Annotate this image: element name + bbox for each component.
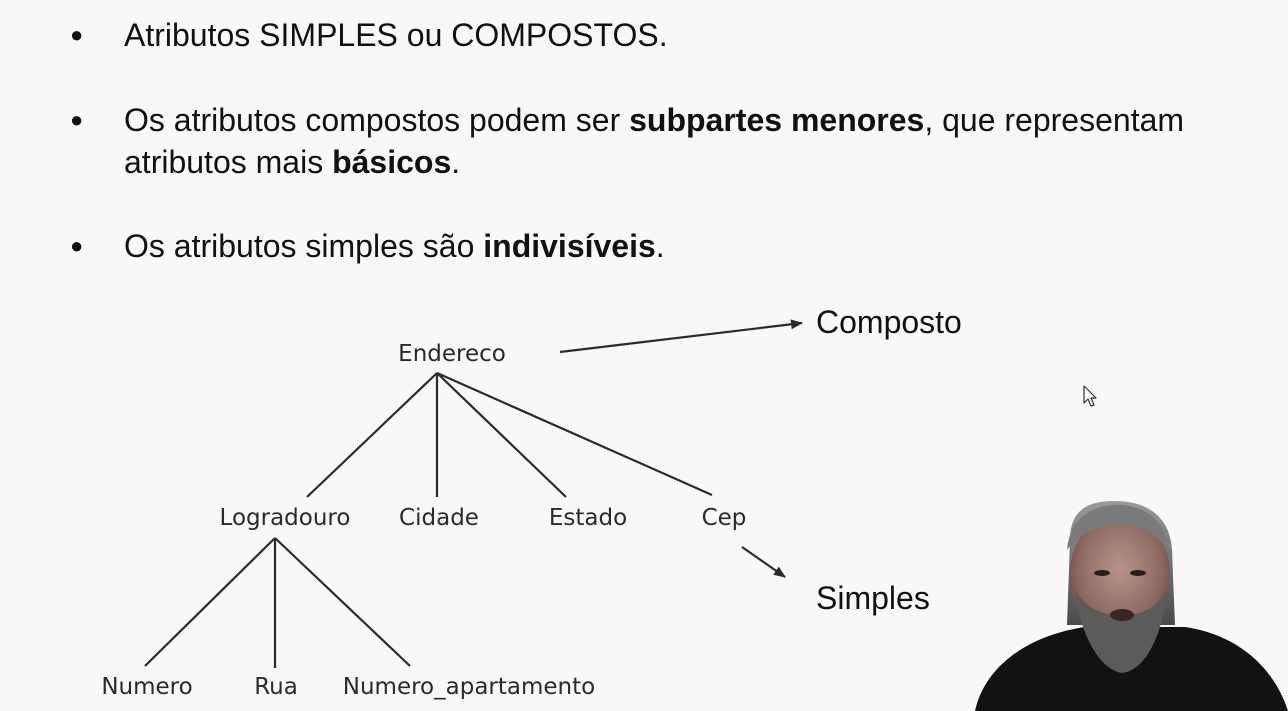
bullet-item-2: ● Os atributos compostos podem ser subpa… xyxy=(70,99,1288,183)
bullet-3-part-3: . xyxy=(655,228,665,264)
bullet-dot-icon: ● xyxy=(70,22,84,47)
label-simples: Simples xyxy=(816,580,930,616)
node-logradouro: Logradouro xyxy=(220,505,351,531)
node-cep: Cep xyxy=(702,505,747,531)
node-numero-apartamento: Numero_apartamento xyxy=(343,674,595,700)
edge-logradouro-numero-apartamento xyxy=(274,537,411,667)
arrow-simple xyxy=(741,546,786,578)
node-cidade: Cidade xyxy=(399,505,479,531)
bullet-3-part-1: Os atributos simples são xyxy=(124,228,484,264)
bullet-text-2: Os atributos compostos podem ser subpart… xyxy=(124,99,1288,183)
bullet-2-part-4: básicos xyxy=(332,144,452,180)
edge-endereco-cep xyxy=(436,371,713,497)
bullet-text-1: Atributos SIMPLES ou COMPOSTOS. xyxy=(124,14,1288,56)
bullet-text-3: Os atributos simples são indivisíveis. xyxy=(124,225,1288,267)
edge-logradouro-numero xyxy=(144,537,276,667)
bullet-2-part-5: . xyxy=(451,144,461,180)
edge-endereco-logradouro xyxy=(306,372,438,498)
bullet-1-part-1: Atributos SIMPLES ou COMPOSTOS. xyxy=(124,17,668,53)
bullet-dot-icon: ● xyxy=(70,233,84,258)
bullet-2-part-3: , que representam atributos mais xyxy=(124,102,1185,180)
node-endereco: Endereco xyxy=(398,341,506,367)
bullet-dot-icon: ● xyxy=(70,107,84,132)
presenter-webcam-overlay xyxy=(975,501,1288,711)
bullet-item-1: ● Atributos SIMPLES ou COMPOSTOS. xyxy=(70,14,1288,56)
bullet-item-3: ● Os atributos simples são indivisíveis. xyxy=(70,225,1288,267)
bullet-3-part-2: indivisíveis xyxy=(483,228,656,264)
label-composto: Composto xyxy=(816,304,962,340)
node-numero: Numero xyxy=(101,674,192,700)
bullet-2-part-1: Os atributos compostos podem ser xyxy=(124,102,630,138)
edge-endereco-estado xyxy=(436,372,567,498)
bullet-2-part-2: subpartes menores xyxy=(629,102,925,138)
arrow-composite xyxy=(559,319,803,354)
mouse-pointer-icon xyxy=(1083,385,1097,407)
node-estado: Estado xyxy=(549,505,627,531)
node-rua: Rua xyxy=(254,674,298,700)
